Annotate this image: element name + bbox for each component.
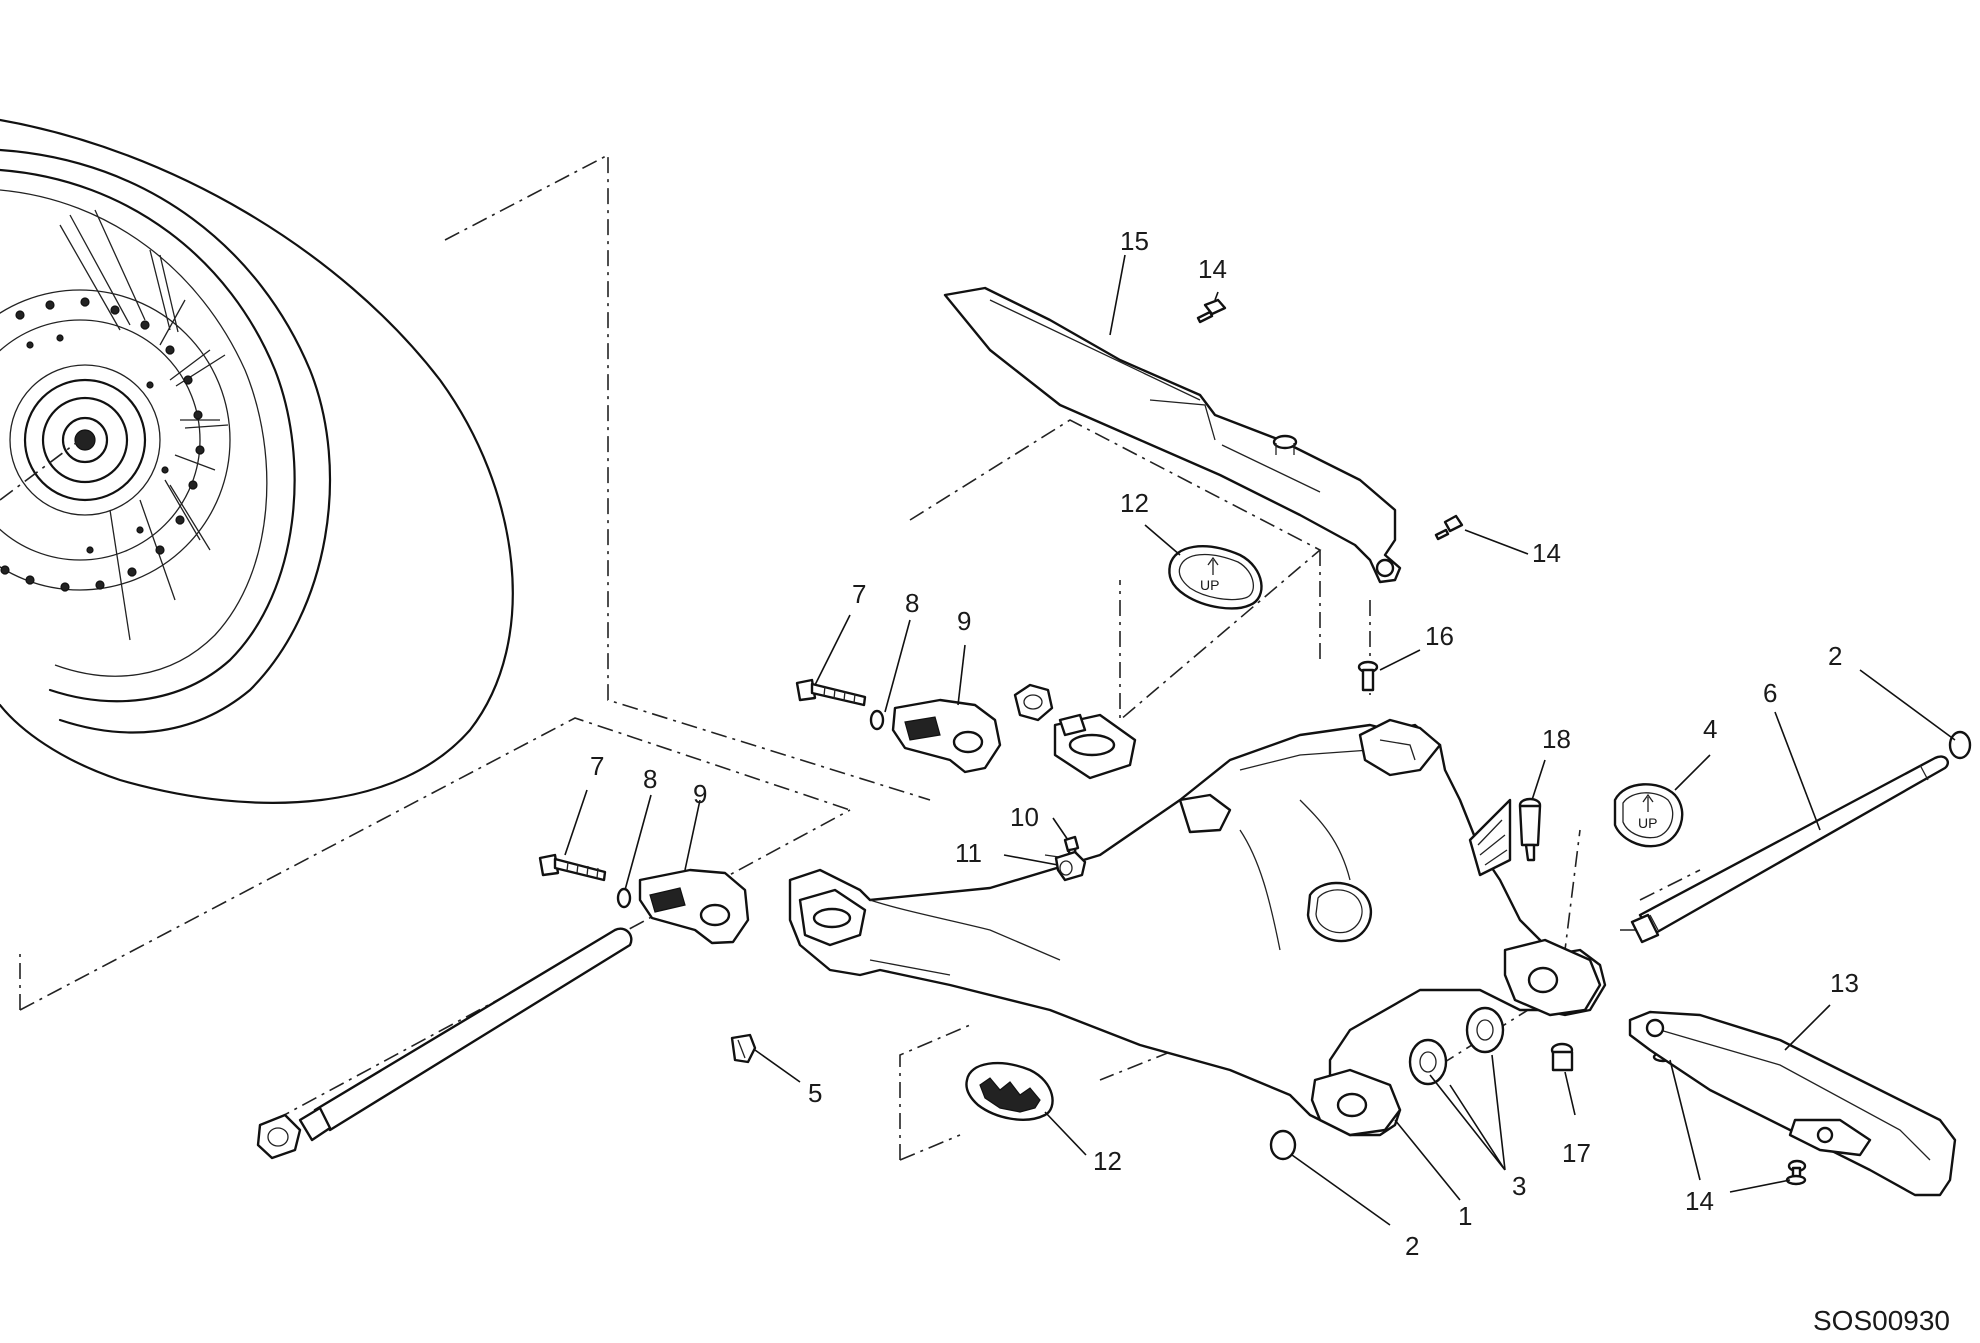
washers-3: [1408, 1006, 1505, 1086]
callout-4: 4: [1703, 714, 1717, 744]
rear-wheel: [0, 118, 514, 804]
callout-2-top: 2: [1828, 641, 1842, 671]
screw-14-top: [1196, 298, 1227, 324]
tensioner-assembly-upper: [795, 678, 1054, 774]
bolt-17: [1550, 1042, 1574, 1072]
leader-lines: [564, 254, 1956, 1226]
callout-2-bottom: 2: [1405, 1231, 1419, 1261]
callout-9-lower: 9: [693, 779, 707, 809]
callout-13: 13: [1830, 968, 1859, 998]
callout-14-bottom: 14: [1685, 1186, 1714, 1216]
callout-11: 11: [955, 838, 982, 868]
callout-17: 17: [1562, 1138, 1591, 1168]
rubber-plug-12-bottom: [965, 1062, 1054, 1121]
callout-6: 6: [1763, 678, 1777, 708]
callout-7-lower: 7: [590, 751, 604, 781]
rubber-plug-12-top: UP: [1168, 545, 1263, 610]
callout-1: 1: [1458, 1201, 1472, 1231]
chain-guard: [943, 286, 1402, 584]
callout-7-upper: 7: [852, 579, 866, 609]
rubber-plug-4: UP: [1613, 783, 1684, 848]
circlip-2-top: [1948, 730, 1972, 760]
bolt-18: [1518, 797, 1542, 862]
svg-text:UP: UP: [1200, 577, 1219, 593]
circlip-2-bottom: [1269, 1129, 1297, 1161]
pivot-shaft: [1630, 755, 1949, 944]
callout-14-top: 14: [1198, 254, 1227, 284]
callout-14-right: 14: [1532, 538, 1561, 568]
bolt-16: [1357, 660, 1379, 692]
swingarm: [788, 713, 1607, 1137]
callout-10: 10: [1010, 802, 1039, 832]
callout-18: 18: [1542, 724, 1571, 754]
clip-5: [730, 1033, 757, 1064]
spacer-tube: [256, 927, 633, 1160]
callout-3: 3: [1512, 1171, 1526, 1201]
drawing-code: SOS00930: [1813, 1305, 1950, 1336]
screw-14-right: [1434, 514, 1464, 541]
svg-text:UP: UP: [1638, 815, 1657, 831]
elbow-fitting-11: [1054, 850, 1087, 882]
callout-labels: 15 14 14 12 7 8 9 16 2 6 4 18 7 8 9 10 1…: [590, 226, 1859, 1261]
callout-8-upper: 8: [905, 588, 919, 618]
chain-slider: [1628, 1010, 1957, 1197]
callout-15: 15: [1120, 226, 1149, 256]
callout-16: 16: [1425, 621, 1454, 651]
tensioner-assembly-lower: [538, 853, 750, 945]
callout-8-lower: 8: [643, 764, 657, 794]
assembly-lines: [0, 153, 1701, 1161]
callout-12-bottom: 12: [1093, 1146, 1122, 1176]
screw-14-bottom-right: [1785, 1159, 1807, 1186]
callout-9-upper: 9: [957, 606, 971, 636]
callout-5: 5: [808, 1078, 822, 1108]
callout-12-top: 12: [1120, 488, 1149, 518]
